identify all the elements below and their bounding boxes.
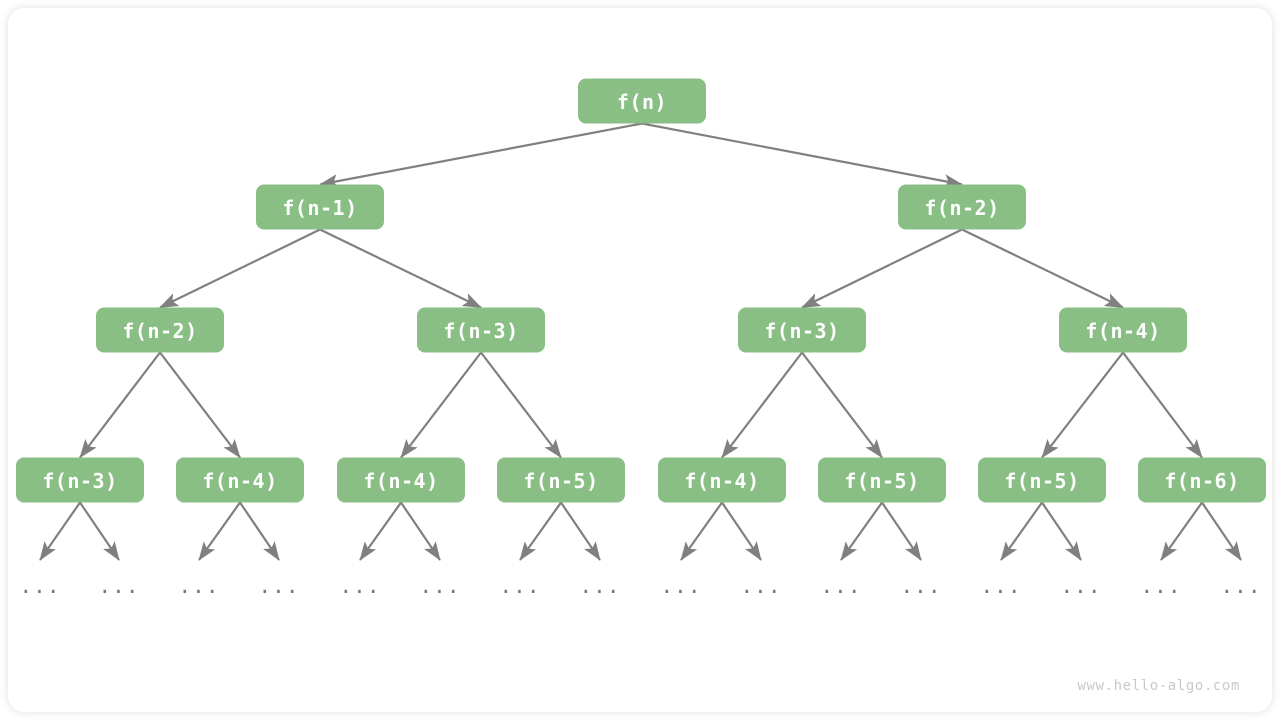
tree-edge — [1041, 351, 1124, 459]
tree-node[interactable]: f(n-5) — [497, 457, 625, 503]
tree-node-box — [16, 457, 144, 503]
leaf-edges-layer — [39, 501, 1242, 561]
tree-node-label: f(n-4) — [202, 469, 277, 493]
recursion-tree-diagram: f(n) f(n-1) f(n-2) f(n-2) f(n-3) f(n-3) f(n-4)… — [16, 78, 1266, 694]
tree-leaf-edge — [881, 501, 922, 561]
tree-node[interactable]: f(n-5) — [978, 457, 1106, 503]
ellipsis-marker: ... — [821, 574, 862, 598]
tree-edge — [721, 351, 803, 459]
tree-edge — [400, 351, 482, 459]
tree-leaf-edge — [1000, 501, 1043, 561]
tree-leaf-edge — [198, 501, 241, 561]
tree-node-label: f(n-6) — [1164, 469, 1239, 493]
tree-node[interactable]: f(n-6) — [1138, 457, 1266, 503]
ellipsis-marker: ... — [20, 574, 61, 598]
tree-node-box — [176, 457, 304, 503]
nodes-layer: f(n) f(n-1) f(n-2) f(n-2) f(n-3) f(n-3) f(n-4)… — [16, 78, 1266, 503]
tree-edge — [319, 228, 482, 309]
ellipsis-marker: ... — [661, 574, 702, 598]
ellipsis-marker: ... — [981, 574, 1022, 598]
tree-edge — [641, 122, 963, 189]
tree-edge — [159, 228, 321, 309]
tree-edge — [159, 351, 241, 459]
tree-node-box — [978, 457, 1106, 503]
tree-node-label: f(n-2) — [924, 196, 999, 220]
tree-leaf-edge — [359, 501, 402, 561]
tree-node-box — [658, 457, 786, 503]
tree-node-box — [96, 307, 224, 353]
tree-node-box — [417, 307, 545, 353]
tree-leaf-edge — [1160, 501, 1203, 561]
tree-node-label: f(n-4) — [363, 469, 438, 493]
tree-node-box — [1059, 307, 1187, 353]
tree-node-box — [337, 457, 465, 503]
ellipsis-marker: ... — [500, 574, 541, 598]
tree-node-label: f(n-2) — [122, 319, 197, 343]
tree-edge — [319, 122, 643, 189]
tree-node-label: f(n-5) — [523, 469, 598, 493]
tree-edge — [1122, 351, 1203, 459]
tree-node-box — [818, 457, 946, 503]
tree-edge — [79, 351, 161, 459]
tree-leaf-edge — [239, 501, 280, 561]
edges-layer — [79, 122, 1203, 459]
diagram-card: f(n) f(n-1) f(n-2) f(n-2) f(n-3) f(n-3) f(n-4)… — [8, 8, 1272, 712]
ellipsis-marker: ... — [1221, 574, 1262, 598]
tree-leaf-edge — [680, 501, 723, 561]
tree-edge — [801, 351, 883, 459]
tree-node-box — [1138, 457, 1266, 503]
tree-node-box — [738, 307, 866, 353]
tree-node-box — [578, 78, 706, 124]
tree-node[interactable]: f(n-4) — [337, 457, 465, 503]
ellipsis-marker: ... — [420, 574, 461, 598]
tree-node-label: f(n-3) — [764, 319, 839, 343]
tree-node-label: f(n-4) — [1085, 319, 1160, 343]
tree-node[interactable]: f(n-4) — [176, 457, 304, 503]
tree-leaf-edge — [560, 501, 601, 561]
ellipsis-marker: ... — [340, 574, 381, 598]
ellipsis-marker: ... — [1061, 574, 1102, 598]
tree-node[interactable]: f(n-3) — [417, 307, 545, 353]
tree-node-label: f(n-3) — [443, 319, 518, 343]
tree-edge — [961, 228, 1124, 309]
tree-node-label: f(n-3) — [42, 469, 117, 493]
ellipses-layer: ........................................… — [20, 574, 1262, 598]
tree-node-label: f(n) — [617, 90, 667, 114]
ellipsis-marker: ... — [741, 574, 782, 598]
tree-edge — [480, 351, 562, 459]
tree-leaf-edge — [79, 501, 120, 561]
tree-leaf-edge — [39, 501, 81, 561]
watermark-label: www.hello-algo.com — [1077, 678, 1240, 694]
tree-leaf-edge — [519, 501, 562, 561]
tree-leaf-edge — [1201, 501, 1242, 561]
tree-node[interactable]: f(n-4) — [1059, 307, 1187, 353]
tree-leaf-edge — [1041, 501, 1082, 561]
tree-node[interactable]: f(n-2) — [898, 184, 1026, 230]
tree-node[interactable]: f(n-5) — [818, 457, 946, 503]
tree-node[interactable]: f(n-4) — [658, 457, 786, 503]
tree-node-box — [898, 184, 1026, 230]
tree-node[interactable]: f(n-1) — [256, 184, 384, 230]
ellipsis-marker: ... — [1141, 574, 1182, 598]
tree-node-box — [497, 457, 625, 503]
tree-node[interactable]: f(n-2) — [96, 307, 224, 353]
tree-leaf-edge — [721, 501, 762, 561]
tree-edge — [801, 228, 963, 309]
tree-leaf-edge — [400, 501, 441, 561]
tree-node[interactable]: f(n-3) — [738, 307, 866, 353]
tree-node-label: f(n-1) — [282, 196, 357, 220]
tree-node-box — [256, 184, 384, 230]
tree-node[interactable]: f(n) — [578, 78, 706, 124]
tree-node-label: f(n-4) — [684, 469, 759, 493]
ellipsis-marker: ... — [901, 574, 942, 598]
tree-node-label: f(n-5) — [1004, 469, 1079, 493]
tree-node[interactable]: f(n-3) — [16, 457, 144, 503]
ellipsis-marker: ... — [179, 574, 220, 598]
ellipsis-marker: ... — [580, 574, 621, 598]
ellipsis-marker: ... — [99, 574, 140, 598]
tree-node-label: f(n-5) — [844, 469, 919, 493]
ellipsis-marker: ... — [259, 574, 300, 598]
tree-leaf-edge — [840, 501, 883, 561]
